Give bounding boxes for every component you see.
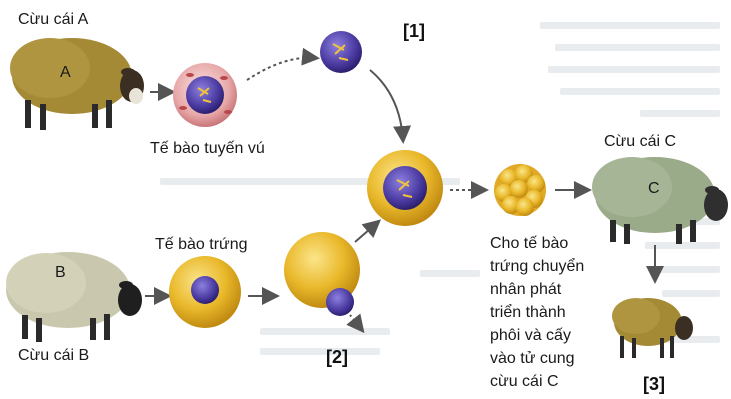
arrow-nucleus-to-fused-cell [370, 70, 403, 140]
dotted-arrow-nucleus-out [350, 315, 362, 330]
sheep-b [6, 252, 142, 342]
process-caption: Cho tế bào trứng chuyển nhân phát triển … [490, 235, 584, 390]
marker-1: [1] [403, 21, 425, 41]
egg-cell-label: Tế bào trứng [155, 236, 248, 253]
sheep-a-title: Cừu cái A [18, 11, 89, 28]
marker-2: [2] [326, 347, 348, 367]
caption-line: Cho tế bào [490, 235, 568, 252]
marker-3: [3] [643, 374, 665, 394]
fused-egg-cell [367, 150, 443, 226]
donor-nucleus [320, 31, 362, 73]
sheep-a-letter: A [60, 64, 71, 81]
caption-line: triển thành [490, 303, 566, 321]
enucleated-egg-cell [284, 232, 360, 316]
egg-cell [169, 256, 241, 328]
sheep-c-title: Cừu cái C [604, 133, 676, 150]
mammary-cell [173, 63, 237, 127]
sheep-c [592, 157, 728, 244]
caption-line: phôi và cấy [490, 327, 571, 344]
caption-line: cừu cái C [490, 373, 559, 390]
sheep-b-letter: B [55, 264, 66, 281]
sheep-b-title: Cừu cái B [18, 347, 89, 364]
caption-line: trứng chuyển [490, 257, 584, 275]
mammary-cell-label: Tế bào tuyến vú [150, 140, 265, 157]
lamb [612, 298, 693, 358]
sheep-a [10, 38, 144, 130]
caption-line: vào tử cung [490, 350, 575, 367]
caption-line: nhân phát [490, 281, 562, 298]
sheep-c-letter: C [648, 180, 660, 197]
embryo-morula [494, 164, 546, 216]
dotted-arrow-to-nucleus [247, 58, 316, 80]
arrow-egg-to-fused-cell [355, 222, 378, 242]
